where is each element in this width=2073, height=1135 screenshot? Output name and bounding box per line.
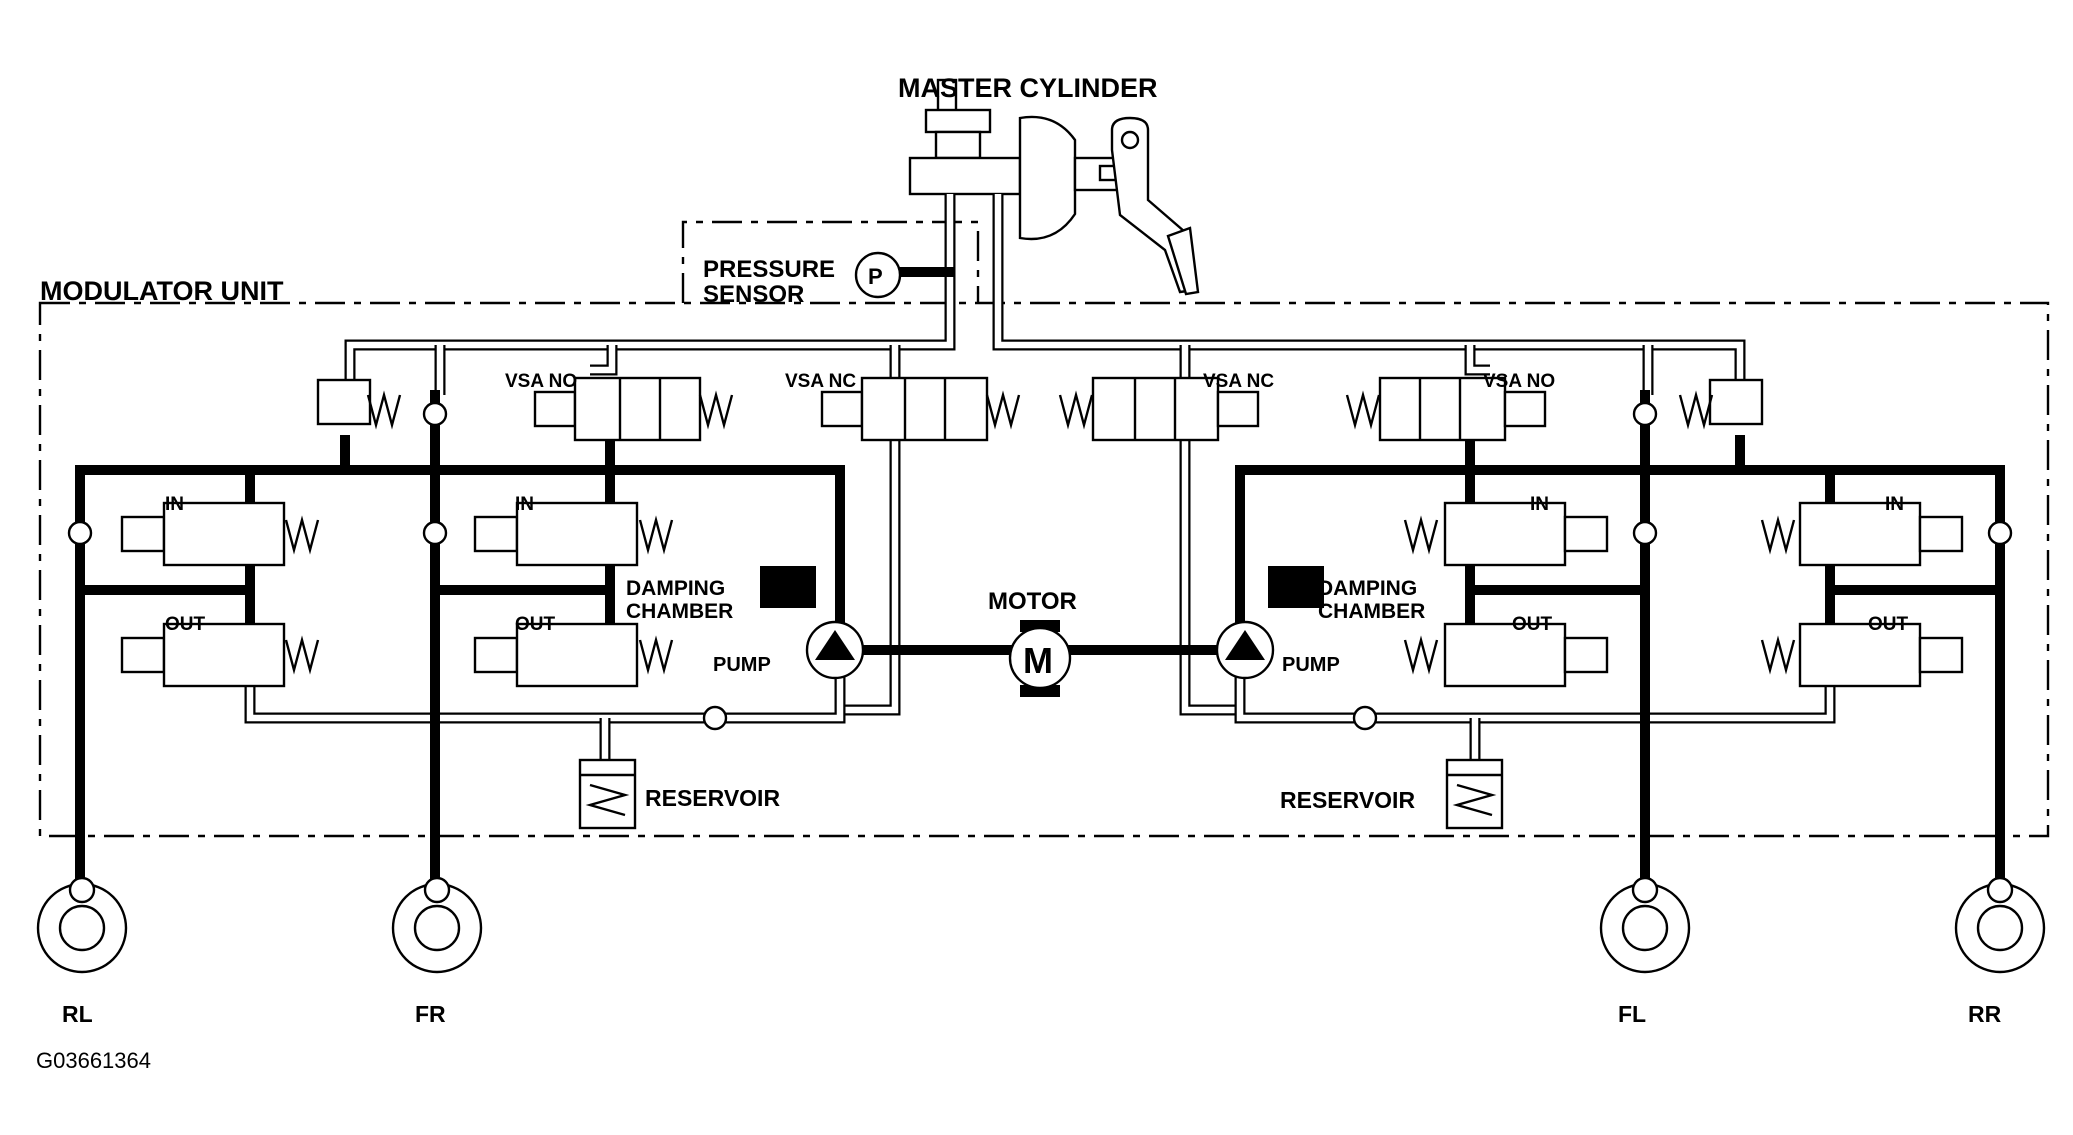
label-out-fl: OUT [1512,614,1553,635]
wheel-brake-rl [36,876,128,974]
label-damping-right-1: DAMPING [1318,577,1417,600]
label-vsa-no-left: VSA NO [505,371,577,392]
label-wheel-fl: FL [1618,1001,1646,1027]
label-pressure-sensor-2: SENSOR [703,281,804,308]
damping-chamber-left [760,566,816,608]
label-reservoir-left: RESERVOIR [645,785,780,811]
wheel-brake-rr [1954,876,2046,974]
label-out-rr: OUT [1868,614,1909,635]
label-master-cylinder: MASTER CYLINDER [898,73,1158,103]
pump-right [1215,620,1275,680]
label-pressure-symbol: P [868,264,883,289]
pressure-sensor [854,251,955,299]
label-vsa-nc-left: VSA NC [785,371,856,392]
label-in-fr: IN [515,494,534,515]
label-out-rl: OUT [165,614,206,635]
reservoir-left [578,758,637,830]
valves [120,376,1964,688]
label-motor-symbol: M [1023,640,1053,681]
label-modulator-unit: MODULATOR UNIT [40,276,284,306]
label-damping-left-2: CHAMBER [626,600,733,623]
label-pressure-sensor-1: PRESSURE [703,256,835,283]
label-wheel-fr: FR [415,1001,446,1027]
label-out-fr: OUT [515,614,556,635]
wheel-brake-fl [1599,876,1691,974]
label-motor: MOTOR [988,588,1077,615]
label-in-rl: IN [165,494,184,515]
reservoir-right [1445,758,1504,830]
label-in-rr: IN [1885,494,1904,515]
label-pump-left: PUMP [713,654,771,676]
label-damping-right-2: CHAMBER [1318,600,1425,623]
label-wheel-rr: RR [1968,1001,2002,1027]
figure-id: G03661364 [36,1048,151,1073]
label-in-fl: IN [1530,494,1549,515]
pump-left [805,620,865,680]
pressure-sensor-boundary [681,220,980,303]
check-valves [67,401,2013,731]
label-wheel-rl: RL [62,1001,93,1027]
damping-chamber-right [1268,566,1324,608]
wheel-brake-fr [391,876,483,974]
modulator-unit-boundary [38,301,2050,838]
label-vsa-nc-right: VSA NC [1203,371,1274,392]
label-vsa-no-right: VSA NO [1483,371,1555,392]
master-cylinder [908,78,1200,296]
label-pump-right: PUMP [1282,654,1340,676]
label-damping-left-1: DAMPING [626,577,725,600]
label-reservoir-right: RESERVOIR [1280,787,1415,813]
motor [1008,620,1072,697]
